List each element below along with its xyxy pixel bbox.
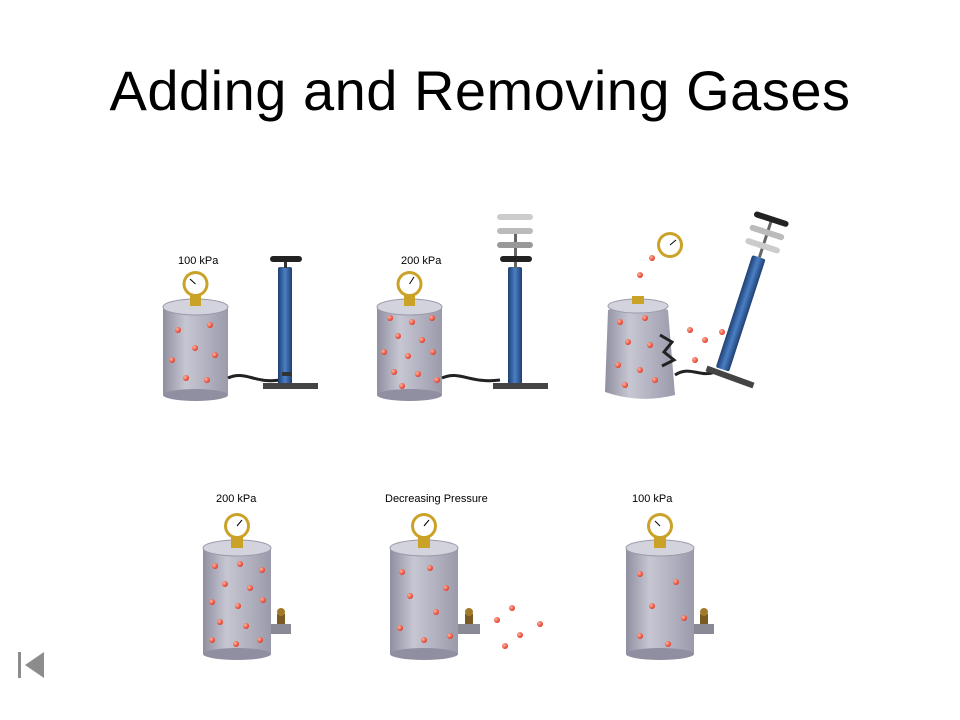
gas-cylinder [605,298,677,399]
panel-5-illustration [389,513,543,660]
bicycle-pump-icon [227,256,318,389]
gas-particles [615,255,725,388]
panel-4-illustration [202,513,291,660]
gas-particles [381,315,440,389]
panel-3-illustration [605,211,789,399]
valve-icon [458,608,480,634]
panel-6-illustration [625,513,714,660]
panel-1-illustration [162,256,318,401]
panel-2-label: 200 kPa [401,255,442,267]
pressure-gauge-icon [411,513,437,548]
panel-2-illustration [376,214,548,401]
panel-4-label: 200 kPa [216,493,257,505]
panel-1-label: 100 kPa [178,255,219,267]
bicycle-pump-icon [441,214,548,389]
panel-6-label: 100 kPa [632,493,673,505]
gas-particles [397,565,543,649]
gas-particles [169,322,218,383]
pressure-gauge-icon [224,513,250,548]
pressure-gauge-icon [632,232,683,304]
valve-icon [694,608,714,634]
gas-particles [637,571,687,647]
bicycle-pump-icon [674,211,789,389]
pressure-gauge-icon [647,513,673,548]
valve-icon [271,608,291,634]
panel-5-label: Decreasing Pressure [385,493,488,505]
gas-cylinder [625,539,695,660]
pressure-gauge-icon [396,271,423,306]
skip-back-button[interactable] [15,650,47,680]
slide-title: Adding and Removing Gases [109,59,851,122]
gas-cylinder [162,298,229,401]
skip-back-icon [18,652,44,678]
pressure-gauge-icon [182,271,209,306]
gas-particles [209,561,266,647]
